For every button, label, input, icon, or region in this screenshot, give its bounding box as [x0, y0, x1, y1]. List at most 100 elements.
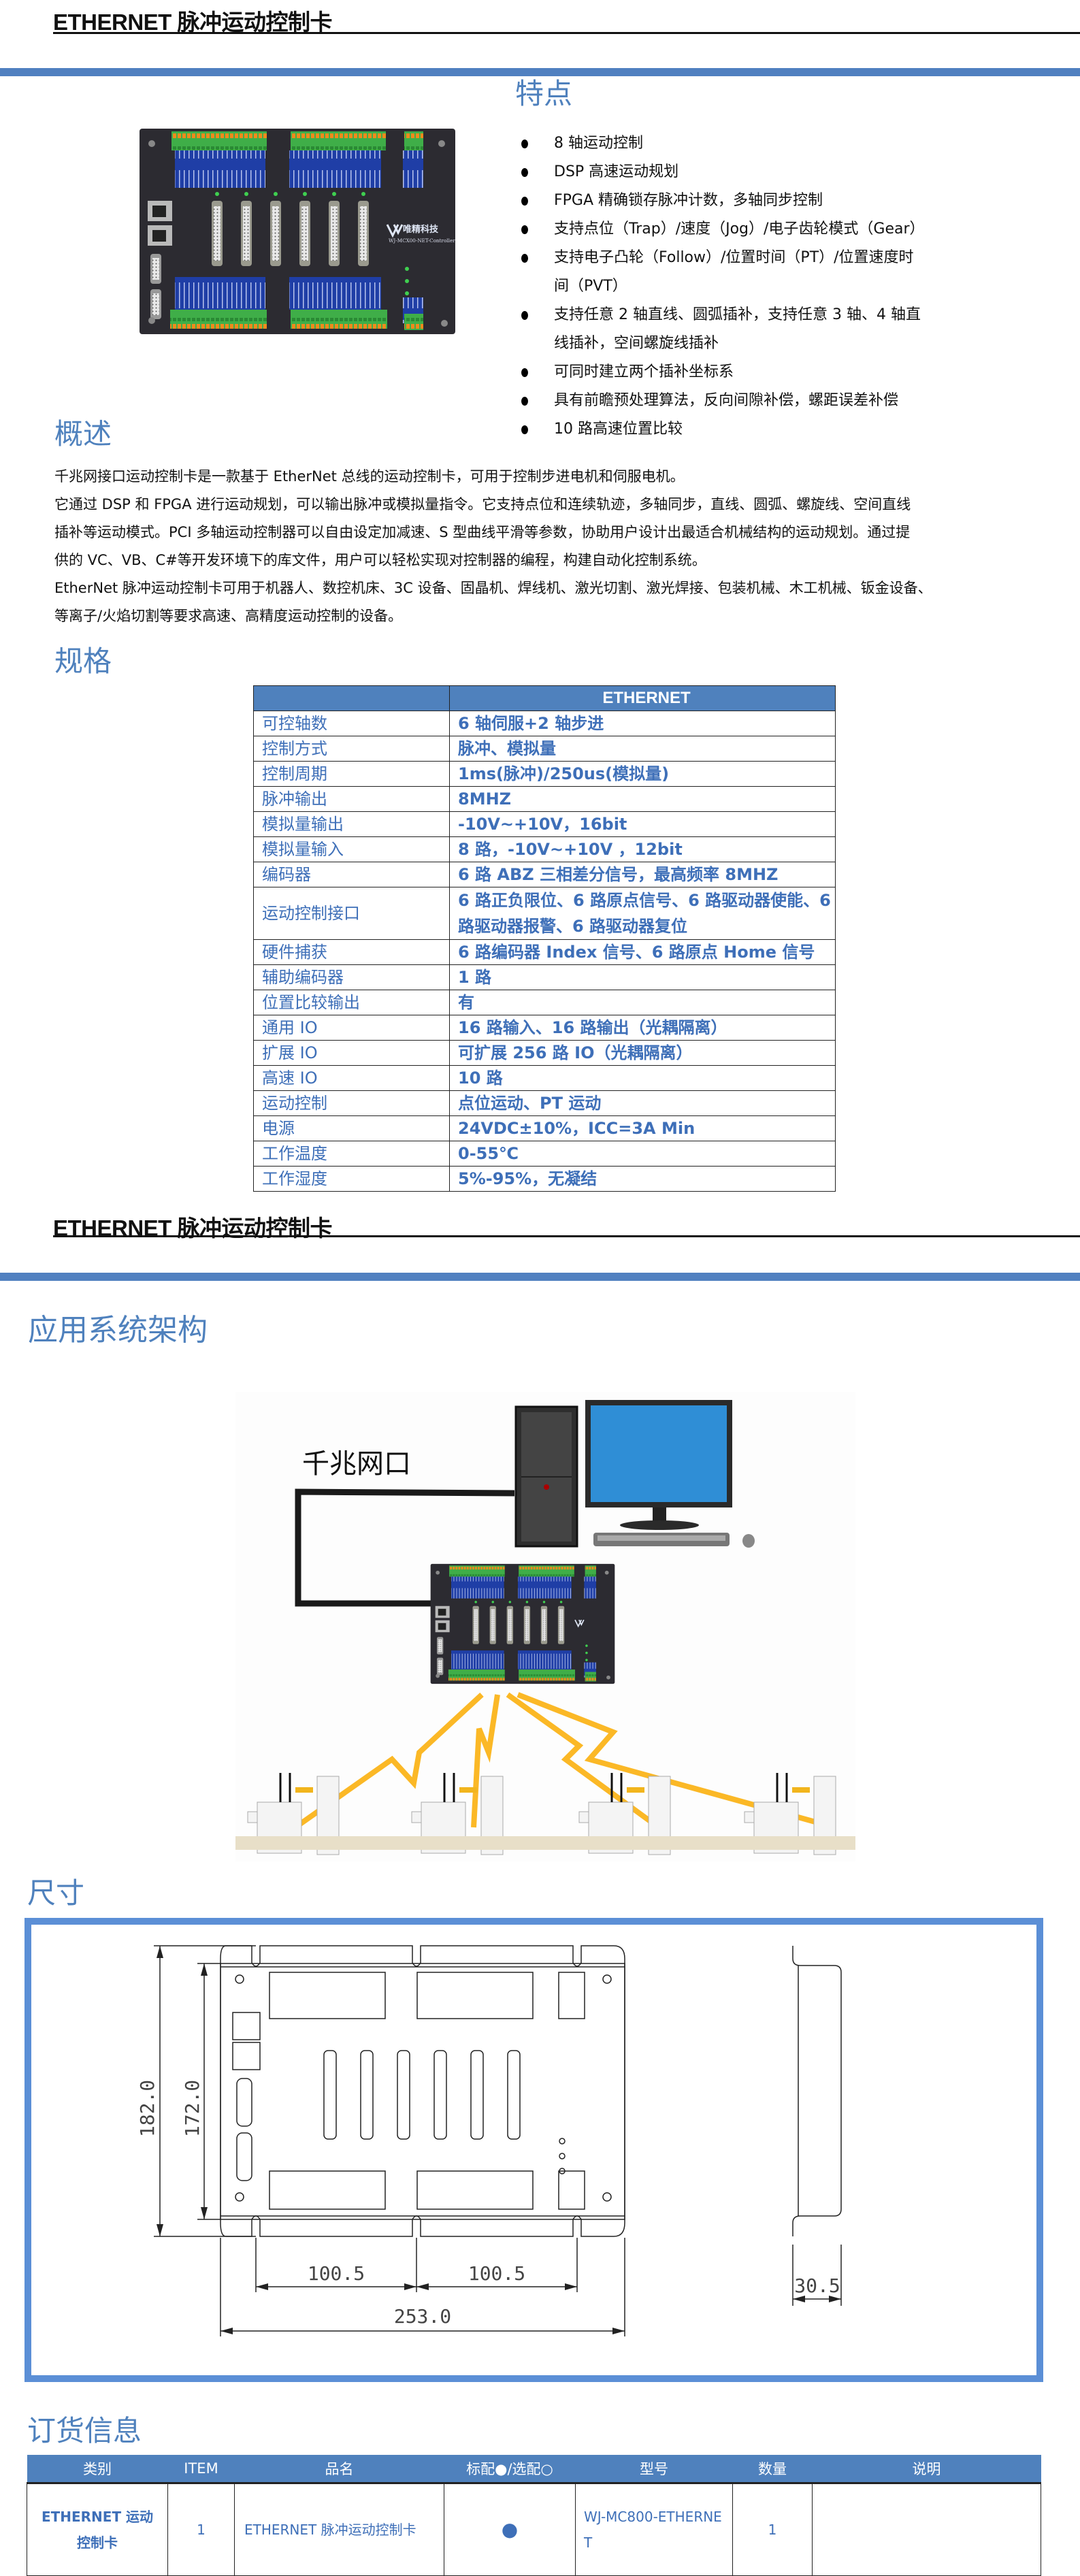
specs-heading: 规格	[54, 645, 112, 678]
spec-header-blank	[253, 685, 450, 711]
order-qty: 1	[732, 2483, 813, 2576]
gigabit-port-label: 千兆网口	[302, 1448, 411, 1480]
spec-value: 24VDC±10%，ICC=3A Min	[449, 1115, 836, 1141]
spec-label: 模拟量输入	[253, 836, 450, 862]
feature-item: 10 路高速位置比较	[521, 415, 921, 444]
section-divider-bar	[0, 1273, 1080, 1281]
spec-value: 10 路	[449, 1065, 836, 1091]
spec-value: 6 路 ABZ 三相差分信号，最高频率 8MHZ	[449, 862, 836, 887]
order-row: ETHERNET 运动控制卡 1 ETHERNET 脉冲运动控制卡 ● WJ-M…	[27, 2483, 1041, 2576]
motion-control-board-image	[431, 1564, 615, 1684]
feature-item: 支持任意 2 轴直线、圆弧插补，支持任意 3 轴、4 轴直线插补，空间螺旋线插补	[521, 301, 921, 358]
dim-height-outer: 182.0	[136, 2080, 159, 2137]
bullet-icon	[521, 225, 528, 234]
feature-item: DSP 高速运动规划	[521, 158, 921, 186]
spec-value: 5%-95%，无凝结	[449, 1166, 836, 1192]
order-model: WJ-MC800-ETHERNET	[575, 2483, 733, 2576]
spec-label: 辅助编码器	[253, 964, 450, 990]
feature-item: 支持点位（Trap）/速度（Jog）/电子齿轮模式（Gear）	[521, 215, 925, 244]
order-col-qty: 数量	[732, 2455, 813, 2484]
spec-label: 可控轴数	[253, 711, 450, 736]
dimension-drawing: 182.0 172.0 100.5 100.5 253.0 30.5	[136, 1945, 842, 2336]
spec-label: 运动控制接口	[253, 887, 450, 940]
dim-width-total: 253.0	[394, 2305, 451, 2328]
spec-label: 硬件捕获	[253, 939, 450, 965]
spec-value: 0-55℃	[449, 1141, 836, 1167]
order-standard-mark: ●	[444, 2483, 576, 2576]
spec-value: -10V~+10V，16bit	[449, 811, 836, 837]
order-col-item: ITEM	[167, 2455, 235, 2484]
spec-label: 扩展 IO	[253, 1040, 450, 1066]
keyboard-icon	[593, 1533, 730, 1546]
bullet-icon	[521, 368, 528, 377]
ethernet-cable	[295, 1488, 515, 1607]
mouse-icon	[742, 1534, 755, 1548]
spec-label: 脉冲输出	[253, 786, 450, 812]
signal-lightning-icons	[293, 1692, 829, 1830]
overview-heading: 概述	[54, 417, 112, 451]
spec-label: 模拟量输出	[253, 811, 450, 837]
overview-line: 它通过 DSP 和 FPGA 进行运动规划，可以输出脉冲或模拟量指令。它支持点位…	[54, 496, 911, 512]
spec-label: 工作温度	[253, 1141, 450, 1167]
overview-line: EtherNet 脉冲运动控制卡可用于机器人、数控机床、3C 设备、固晶机、焊线…	[54, 580, 932, 596]
bullet-icon	[521, 311, 528, 320]
architecture-diagram: 千兆网口	[235, 1392, 855, 1861]
board-model-label: WJ-MCX00-NET-Controller	[389, 238, 455, 244]
spec-label: 高速 IO	[253, 1065, 450, 1091]
overview-line: 插补等运动模式。PCI 多轴运动控制器可以自由设定加减速、S 型曲线平滑等参数，…	[54, 524, 911, 540]
spec-row: 位置比较输出有	[253, 990, 836, 1015]
bullet-icon	[521, 397, 528, 406]
order-note	[812, 2483, 1041, 2576]
section-divider-bar	[0, 68, 1080, 76]
bullet-icon	[521, 140, 528, 148]
dim-depth: 30.5	[794, 2275, 840, 2297]
bullet-icon	[521, 425, 528, 434]
feature-item: 支持电子凸轮（Follow）/位置时间（PT）/位置速度时间（PVT）	[521, 244, 921, 301]
order-heading: 订货信息	[27, 2414, 142, 2447]
order-name: ETHERNET 脉冲运动控制卡	[234, 2483, 444, 2576]
bullet-icon	[521, 168, 528, 177]
feature-item: FPGA 精确锁存脉冲计数，多轴同步控制	[521, 186, 921, 215]
spec-value: 6 路编码器 Index 信号、6 路原点 Home 信号	[449, 939, 836, 965]
dimensions-heading: 尺寸	[27, 1876, 85, 1910]
dim-pitch-right: 100.5	[468, 2262, 525, 2285]
bullet-icon	[521, 197, 528, 206]
spec-row: 运动控制点位运动、PT 运动	[253, 1090, 836, 1116]
features-list: 8 轴运动控制 DSP 高速运动规划 FPGA 精确锁存脉冲计数，多轴同步控制 …	[521, 129, 930, 444]
spec-label: 控制周期	[253, 761, 450, 787]
spec-value: 8 路，-10V~+10V ，12bit	[449, 836, 836, 862]
monitor-icon	[585, 1400, 732, 1530]
spec-value: 6 路正负限位、6 路原点信号、6 路驱动器使能、6 路驱动器报警、6 路驱动器…	[449, 887, 836, 940]
spec-value: 有	[449, 990, 836, 1015]
pc-tower-icon	[514, 1405, 578, 1548]
spec-value: 8MHZ	[449, 786, 836, 812]
order-table: 类别 ITEM 品名 标配●/选配○ 型号 数量 说明 ETHERNET 运动控…	[27, 2455, 1041, 2576]
spec-label: 工作湿度	[253, 1166, 450, 1192]
floor-strip	[235, 1836, 855, 1850]
features-heading: 特点	[515, 77, 573, 110]
order-col-category: 类别	[27, 2455, 168, 2484]
order-col-model: 型号	[575, 2455, 733, 2484]
spec-value: 1 路	[449, 964, 836, 990]
spec-label: 位置比较输出	[253, 990, 450, 1015]
bullet-icon	[521, 254, 528, 263]
feature-item: 具有前瞻预处理算法，反向间隙补偿，螺距误差补偿	[521, 387, 921, 415]
order-item: 1	[167, 2483, 235, 2576]
order-col-note: 说明	[812, 2455, 1041, 2484]
order-col-name: 品名	[234, 2455, 444, 2484]
overview-line: 千兆网接口运动控制卡是一款基于 EtherNet 总线的运动控制卡，可用于控制步…	[54, 468, 685, 485]
spec-header-ethernet: ETHERNET	[449, 685, 836, 711]
